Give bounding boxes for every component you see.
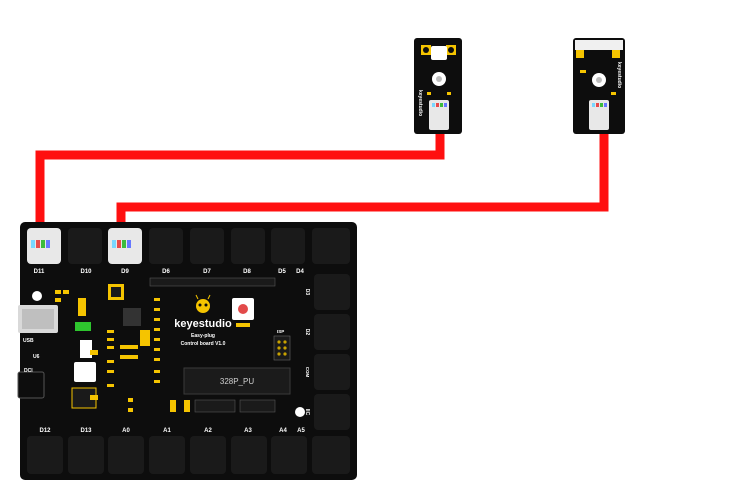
chip-label: 328P_PU (220, 377, 254, 386)
label-iic: IIC (304, 409, 310, 416)
port-a5 (312, 436, 350, 474)
right-sensor-module: keyestudio (573, 38, 625, 134)
usb-chip-icon (123, 308, 141, 326)
bottom-ports (27, 436, 350, 474)
label-d12: D12 (39, 428, 51, 434)
port-d2 (314, 314, 350, 350)
label-u6: U6 (33, 354, 40, 360)
label-d10: D10 (80, 269, 92, 275)
port-a1 (149, 436, 185, 474)
label-d4: D4 (296, 269, 304, 275)
control-board: D11 D10 D9 D6 D7 D8 D5 D4 D3 D2 COM IIC (17, 222, 357, 480)
keyestudio-logo (195, 294, 211, 313)
mount-hole-icon (612, 50, 620, 58)
label-d9: D9 (121, 269, 129, 275)
label-d2: D2 (304, 329, 310, 336)
port-d3 (314, 274, 350, 310)
mount-hole-icon (295, 407, 305, 417)
wires (35, 112, 609, 236)
label-a1: A1 (163, 428, 171, 434)
label-d5: D5 (278, 269, 286, 275)
microcontroller-chip (183, 367, 291, 395)
power-led-icon (75, 322, 91, 331)
label-a0: A0 (122, 428, 130, 434)
board-brand: keyestudio (174, 318, 232, 330)
port-a2 (190, 436, 226, 474)
port-a4 (271, 436, 307, 474)
label-d6: D6 (162, 269, 170, 275)
port-com (314, 354, 350, 390)
pin-header (149, 277, 276, 287)
top-ports (27, 228, 350, 264)
wire-d11-to-left-module (35, 112, 445, 236)
port-d10 (68, 228, 102, 264)
left-components (55, 290, 98, 409)
label-usb: USB (23, 338, 34, 344)
logo-bug-icon (196, 299, 210, 313)
mount-hole-icon (576, 50, 584, 58)
board-subtitle-1: Easy-plug (191, 333, 215, 339)
sensor-strip-icon (575, 40, 623, 50)
board-subtitle-2: Control board V1.0 (181, 341, 226, 347)
port-a3 (231, 436, 267, 474)
label-d8: D8 (243, 269, 251, 275)
label-d11: D11 (34, 269, 45, 275)
port-d6 (149, 228, 183, 264)
label-a2: A2 (204, 428, 212, 434)
label-d3: D3 (304, 289, 310, 296)
right-module-brand: keyestudio (616, 62, 622, 88)
dc-jack-icon (17, 371, 45, 399)
port-d4 (312, 228, 350, 264)
side-ports (314, 274, 350, 430)
module-connector (589, 100, 609, 130)
left-module-brand: keyestudio (417, 90, 423, 116)
label-a4: A4 (279, 428, 287, 434)
label-d7: D7 (203, 269, 211, 275)
label-a3: A3 (244, 428, 252, 434)
middle-components (107, 284, 160, 412)
port-d5 (271, 228, 305, 264)
label-com: COM (305, 367, 310, 378)
port-d8 (231, 228, 265, 264)
port-d7 (190, 228, 224, 264)
push-button-icon (431, 46, 447, 60)
label-isp: ISP (277, 329, 284, 334)
label-a5: A5 (297, 428, 305, 434)
label-dci: DCI (24, 368, 33, 374)
module-connector (429, 100, 449, 130)
isp-header (273, 335, 291, 361)
board-pcb (20, 222, 357, 480)
port-a0 (108, 436, 144, 474)
wire-d9-to-right-module (116, 112, 609, 236)
port-iic (314, 394, 350, 430)
port-d13 (68, 436, 104, 474)
left-sensor-module: keyestudio (414, 38, 462, 134)
mount-hole-icon (32, 291, 42, 301)
port-d12 (27, 436, 63, 474)
label-d13: D13 (80, 428, 92, 434)
